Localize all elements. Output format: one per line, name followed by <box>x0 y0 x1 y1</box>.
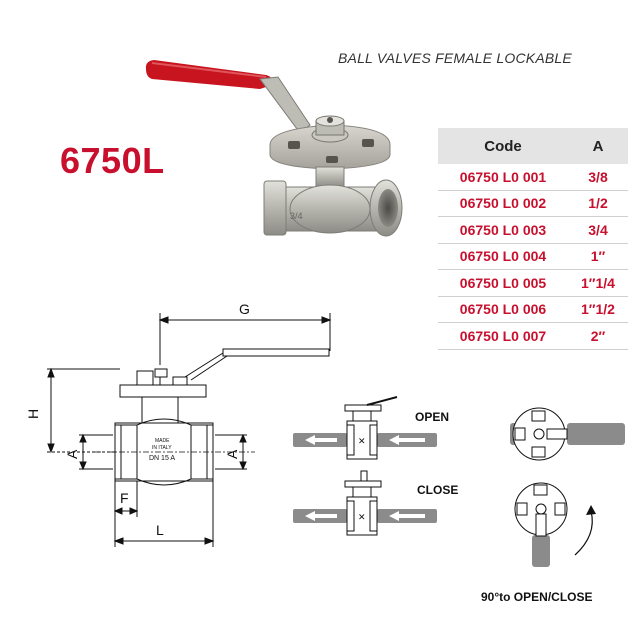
body-mark-made: MADE <box>155 438 170 444</box>
technical-drawing: MADE IN ITALY DN 15 A G H A A F L <box>25 301 332 547</box>
close-label: CLOSE <box>417 483 458 497</box>
size-cell: 1/2 <box>568 190 628 217</box>
dim-label-g: G <box>239 301 250 317</box>
size-cell: 1″1/4 <box>568 269 628 297</box>
open-valve-side: ✕ <box>293 396 437 460</box>
code-cell: 06750 L0 005 <box>438 269 568 297</box>
size-cell: 2″ <box>568 322 628 350</box>
svg-text:✕: ✕ <box>358 512 366 522</box>
code-cell: 06750 L0 007 <box>438 322 568 350</box>
dim-label-a-right: A <box>224 449 240 459</box>
column-header-code: Code <box>438 128 568 164</box>
size-cell: 3/8 <box>568 164 628 191</box>
dim-label-h: H <box>25 409 41 419</box>
open-label: OPEN <box>415 410 449 424</box>
svg-text:3/4: 3/4 <box>290 211 303 221</box>
code-cell: 06750 L0 006 <box>438 296 568 323</box>
code-cell: 06750 L0 004 <box>438 243 568 270</box>
open-valve-top <box>510 407 625 461</box>
red-handle <box>145 60 273 89</box>
rotation-caption: 90°to OPEN/CLOSE <box>481 590 593 604</box>
size-cell: 1″1/2 <box>568 296 628 323</box>
body-mark-italy: IN ITALY <box>152 445 172 451</box>
product-title: BALL VALVES FEMALE LOCKABLE <box>338 50 572 66</box>
table-header-row: Code A <box>438 128 628 164</box>
code-cell: 06750 L0 002 <box>438 190 568 217</box>
model-code: 6750L <box>60 140 165 181</box>
code-cell: 06750 L0 003 <box>438 216 568 244</box>
close-valve-side: ✕ <box>293 470 437 536</box>
column-header-a: A <box>568 128 628 164</box>
dim-label-a-left: A <box>64 449 80 459</box>
dim-label-l: L <box>156 522 164 538</box>
size-cell: 1″ <box>568 243 628 270</box>
svg-text:✕: ✕ <box>358 436 366 446</box>
code-cell: 06750 L0 001 <box>438 164 568 191</box>
dim-label-f: F <box>120 490 129 506</box>
body-mark-dn: DN 15 A <box>149 455 175 462</box>
operation-diagram: ✕ OPEN ✕ CLOSE <box>293 396 625 604</box>
product-photo: 3/4 <box>145 60 403 237</box>
size-cell: 3/4 <box>568 216 628 244</box>
close-valve-top <box>514 482 596 567</box>
